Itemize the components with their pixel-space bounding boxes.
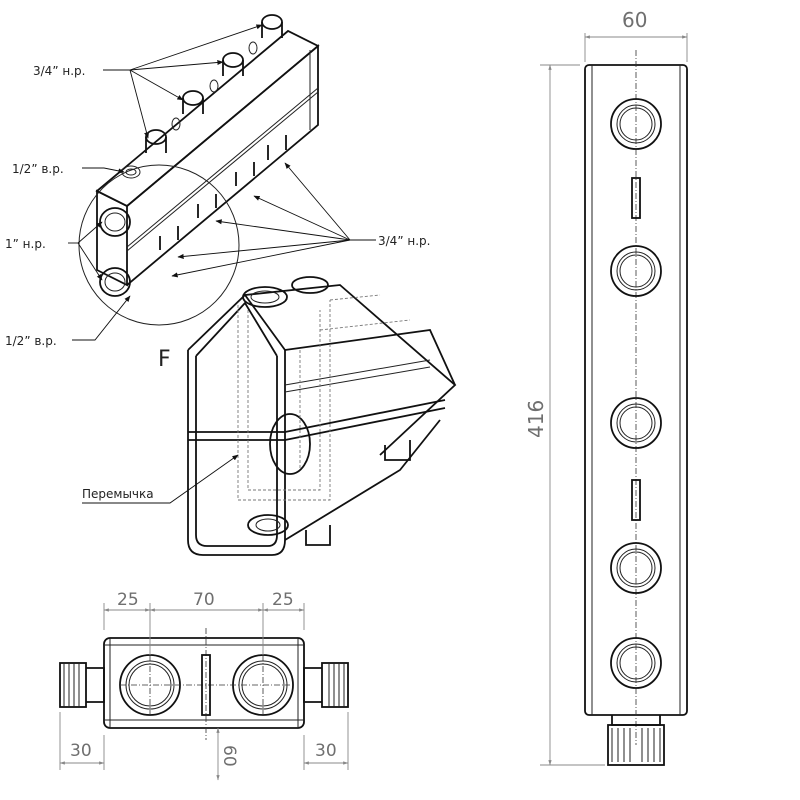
side-ports [99,207,131,297]
dim-width-60: 60 [622,8,647,32]
label-partition: Перемычка [82,487,154,501]
label-side-ports: 1” н.р. [5,237,46,251]
top-view [59,628,349,740]
dim-offset-right-25: 25 [272,590,294,610]
dim-nipple-left-30: 30 [70,741,92,761]
isometric-view [78,14,320,326]
dim-height-416: 416 [524,400,548,438]
label-left-top-port: 1/2” в.р. [12,162,64,176]
front-view-dimensions: 60 416 [524,8,688,766]
label-bottom-outlet: 3/4” н.р. [378,234,430,248]
bottom-nipples [159,135,287,250]
top-view-dimensions: 25 70 25 30 30 60 [59,590,349,781]
label-left-bottom-port: 1/2” в.р. [5,334,57,348]
dim-spacing-70: 70 [193,590,215,610]
detail-letter: F [158,347,171,372]
detail-circle [78,164,240,326]
front-view [584,50,688,766]
dim-nipple-right-30: 30 [315,741,337,761]
dim-offset-left-25: 25 [117,590,139,610]
detail-f-view: F [158,276,457,556]
front-ports [610,98,662,689]
dim-height-60: 60 [219,745,239,767]
iso-annotations: 3/4” н.р. 1/2” в.р. 1” н.р. 1/2” в.р. 3/… [5,24,430,348]
label-top-outlet: 3/4” н.р. [33,64,85,78]
